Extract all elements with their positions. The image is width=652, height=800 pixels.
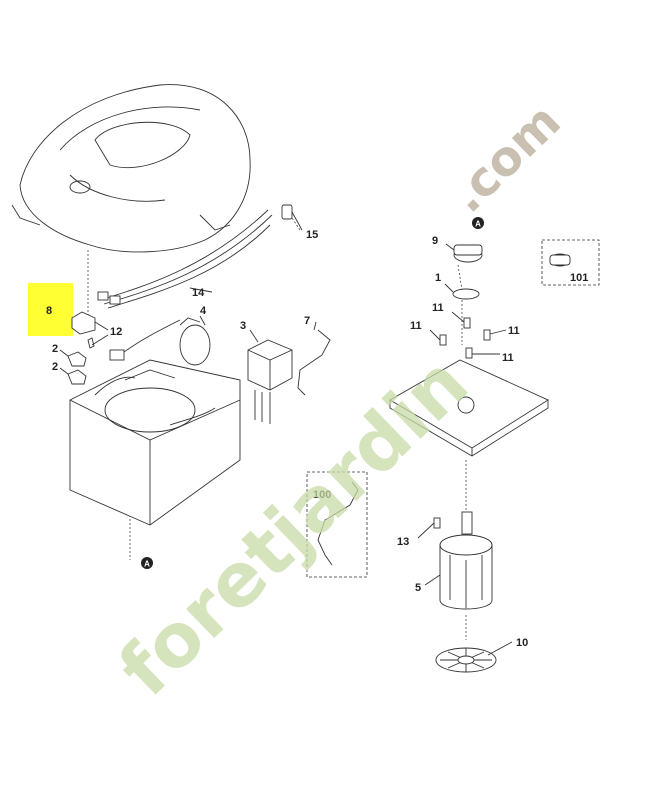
ref-marker-a-top-text: A: [475, 220, 481, 229]
part-2-bottom[interactable]: [67, 369, 87, 385]
ref-marker-a-top: A: [472, 217, 484, 229]
part-5-motor[interactable]: [439, 511, 493, 610]
watermark-suffix: .com: [439, 93, 571, 223]
label-10: 10: [516, 637, 528, 649]
part-15[interactable]: [281, 204, 293, 220]
label-3: 3: [240, 320, 246, 332]
part-10-fan[interactable]: [435, 647, 497, 673]
upper-housing[interactable]: [11, 84, 251, 253]
label-101: 101: [570, 272, 588, 284]
label-9: 9: [432, 235, 438, 247]
lower-housing[interactable]: [69, 359, 241, 526]
motor-plate[interactable]: [389, 359, 549, 457]
screws-11[interactable]: [439, 317, 491, 359]
part-7[interactable]: [297, 329, 331, 396]
label-2-top: 2: [52, 343, 58, 355]
part-13[interactable]: [433, 517, 441, 529]
ref-marker-a-bottom: A: [141, 557, 153, 569]
label-8: 8: [46, 305, 52, 317]
part-8[interactable]: [71, 311, 96, 335]
highlight-part-8: [28, 283, 73, 336]
label-100: 100: [313, 489, 331, 501]
part-2-top[interactable]: [67, 351, 87, 367]
wire-harness[interactable]: [97, 209, 273, 309]
part-4[interactable]: [109, 317, 211, 366]
label-11-d: 11: [502, 352, 514, 364]
label-14: 14: [192, 287, 205, 299]
part-100-group[interactable]: [306, 471, 368, 578]
leader-lines: [59, 211, 513, 656]
part-101-group[interactable]: [541, 239, 600, 286]
label-11-c: 11: [508, 325, 520, 337]
label-1: 1: [435, 272, 441, 284]
label-11-a: 11: [432, 302, 444, 314]
part-12[interactable]: [87, 337, 95, 349]
label-12: 12: [110, 326, 122, 338]
label-11-b: 11: [410, 320, 422, 332]
label-13: 13: [397, 536, 409, 548]
part-1[interactable]: [452, 288, 480, 300]
part-3[interactable]: [247, 339, 293, 424]
part-9[interactable]: [453, 244, 483, 263]
label-7: 7: [304, 315, 310, 327]
label-15: 15: [306, 229, 318, 241]
label-5: 5: [415, 582, 421, 594]
label-2-bottom: 2: [52, 361, 58, 373]
ref-marker-a-bottom-text: A: [144, 560, 150, 569]
label-4: 4: [200, 305, 207, 317]
